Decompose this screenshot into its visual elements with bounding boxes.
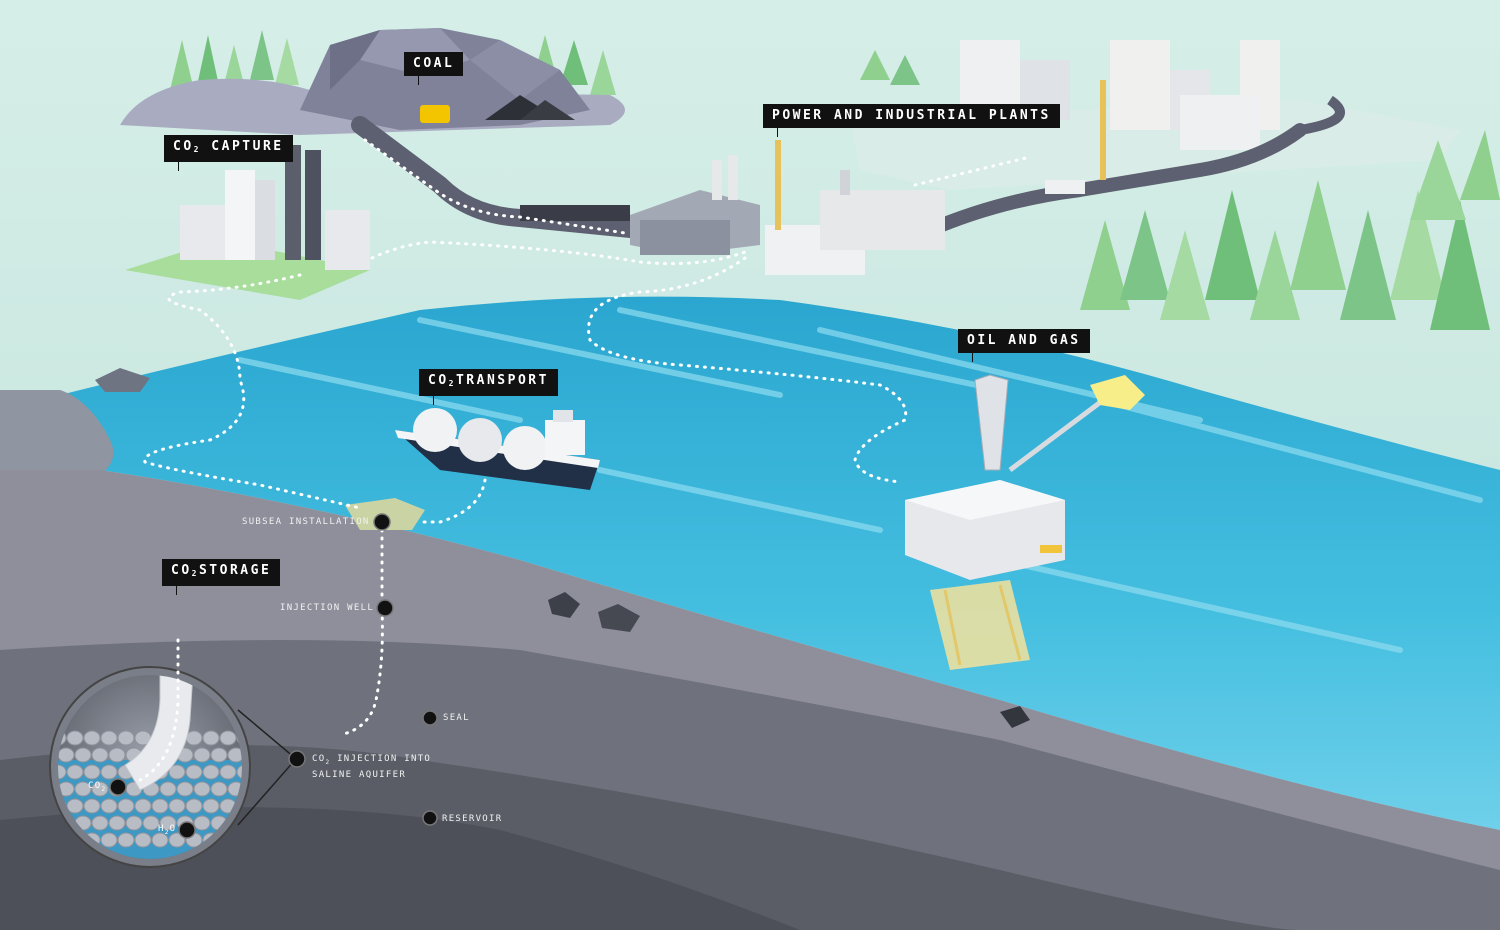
- pebble: [66, 764, 84, 780]
- pebble: [168, 764, 186, 780]
- pebble: [159, 781, 177, 797]
- pebble: [159, 815, 177, 831]
- pebble: [108, 815, 126, 831]
- factories: [630, 80, 1106, 275]
- pebble: [74, 781, 92, 797]
- cliff: [0, 390, 114, 475]
- pebble: [236, 764, 242, 780]
- callout-power-plants: POWER AND INDUSTRIAL PLANTS: [763, 104, 1060, 137]
- pebble: [83, 798, 101, 814]
- callout-co2-transport: CO2TRANSPORT: [419, 369, 558, 405]
- pebble: [100, 832, 118, 848]
- oil-platform: [905, 374, 1145, 670]
- wave-stripes: [237, 307, 1483, 653]
- callout-co2-capture: CO2 CAPTURE: [164, 135, 293, 171]
- pebble: [210, 781, 228, 797]
- label-subsea-installation: SUBSEA INSTALLATION: [242, 517, 370, 527]
- lng-ship: [395, 408, 600, 490]
- pebble: [193, 781, 211, 797]
- pebble: [202, 764, 220, 780]
- pebble: [185, 764, 203, 780]
- pebble: [202, 798, 220, 814]
- pebble: [91, 781, 109, 797]
- coal-mountain: [120, 28, 625, 135]
- pebble: [219, 730, 237, 746]
- pebble: [185, 798, 203, 814]
- pebble: [193, 747, 211, 763]
- pebble: [125, 815, 143, 831]
- label-seal: SEAL: [443, 713, 470, 723]
- pebble: [219, 764, 237, 780]
- pebble: [66, 730, 84, 746]
- callout-coal: COAL: [404, 52, 464, 85]
- pebble: [117, 730, 135, 746]
- label-injection-well: INJECTION WELL: [280, 603, 375, 613]
- pebble: [108, 781, 126, 797]
- capture-plant: [125, 145, 370, 300]
- pebble: [91, 747, 109, 763]
- seabed-rocks: [548, 592, 1030, 728]
- forest-right: [1080, 130, 1500, 330]
- pebble: [83, 730, 101, 746]
- pebble: [134, 832, 152, 848]
- pebble: [117, 798, 135, 814]
- pebble: [176, 781, 194, 797]
- co2-flow-paths: [138, 138, 1032, 782]
- callout-co2-storage: CO2STORAGE: [162, 559, 281, 595]
- pebble: [151, 832, 169, 848]
- pebble: [134, 798, 152, 814]
- city: [850, 40, 1460, 190]
- pebble: [58, 764, 67, 780]
- pebble: [91, 815, 109, 831]
- pebble: [100, 798, 118, 814]
- pebble: [58, 747, 75, 763]
- label-inset-co2: CO2: [88, 781, 107, 793]
- pebble: [74, 747, 92, 763]
- pebble: [83, 764, 101, 780]
- roads: [351, 95, 1345, 239]
- pebble: [151, 798, 169, 814]
- pebble: [202, 730, 220, 746]
- pebble: [117, 832, 135, 848]
- label-inset-h2o: H2O: [158, 824, 177, 836]
- pebble: [142, 815, 160, 831]
- pebble: [210, 747, 228, 763]
- pebble: [108, 747, 126, 763]
- pebble: [168, 798, 186, 814]
- pebble: [176, 815, 194, 831]
- label-reservoir: RESERVOIR: [442, 814, 503, 824]
- pebble: [100, 764, 118, 780]
- pebble: [227, 747, 242, 763]
- callout-oil-and-gas: OIL AND GAS: [958, 329, 1090, 362]
- pebble: [193, 815, 211, 831]
- pebble: [100, 730, 118, 746]
- aquifer-inset: [49, 666, 296, 868]
- pebble: [66, 798, 84, 814]
- pebble: [58, 781, 75, 797]
